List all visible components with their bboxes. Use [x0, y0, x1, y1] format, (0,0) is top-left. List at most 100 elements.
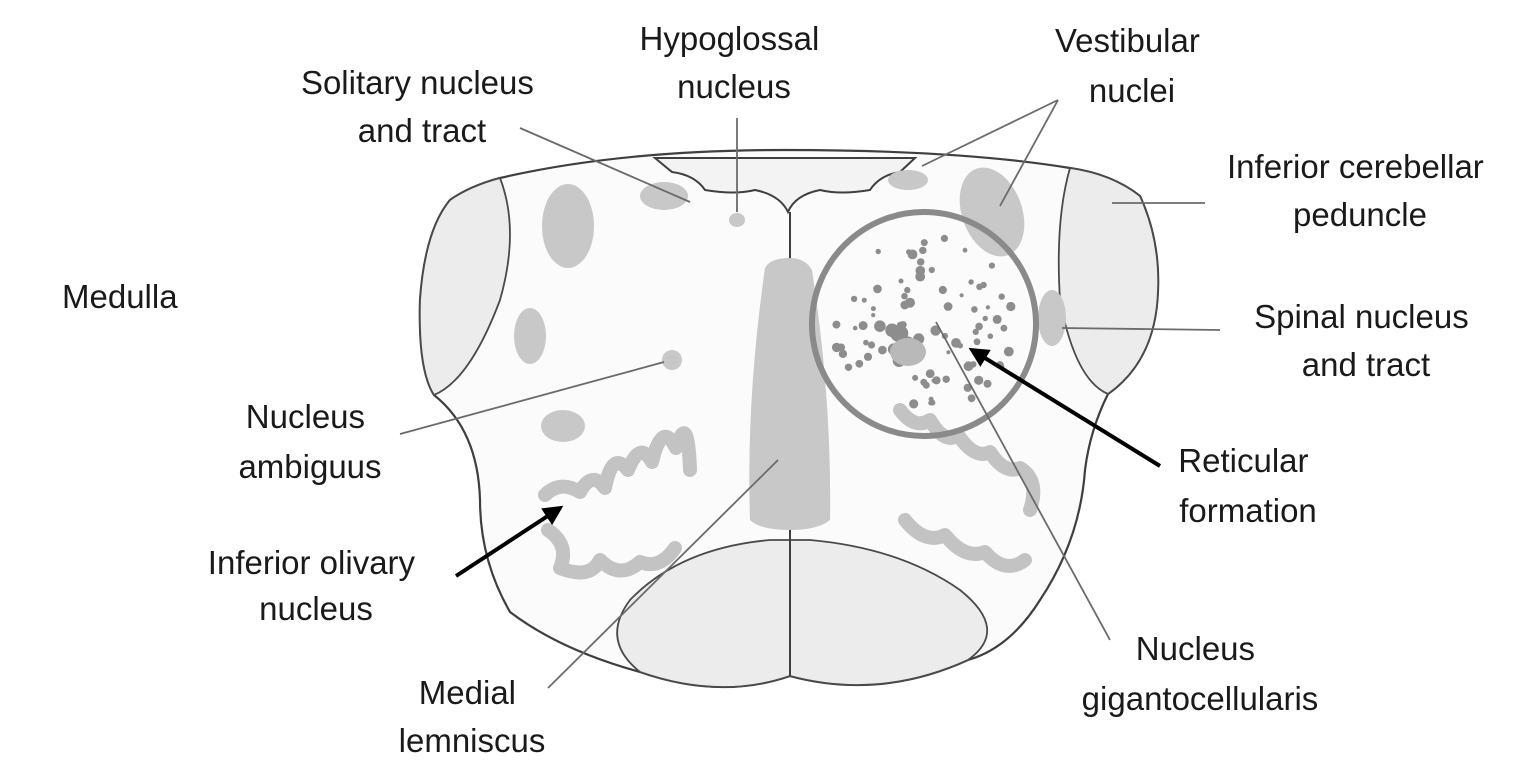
nucleus-gigantocellularis-label: Nucleus gigantocellularis: [1082, 630, 1319, 717]
hypoglossal-nucleus-marker: [729, 213, 745, 227]
reticular-dot: [875, 248, 881, 255]
spinal-nucleus-left: [514, 308, 546, 364]
reticular-dot: [832, 320, 841, 329]
solitary-nucleus-left: [640, 182, 688, 210]
reticular-dot: [982, 315, 988, 322]
reticular-dot: [938, 285, 947, 295]
reticular-dot: [850, 295, 858, 303]
inferior-cerebellar-peduncle-right: [1057, 166, 1160, 396]
reticular-dot: [920, 239, 928, 247]
small-nucleus-left: [541, 410, 585, 442]
reticular-dot: [917, 258, 925, 266]
nucleus-ambiguus-label: Nucleus ambiguus: [238, 398, 381, 485]
nucleus-ambiguus-shape: [662, 350, 682, 370]
reticular-formation-circle: [809, 209, 1039, 439]
reticular-dot: [912, 374, 919, 381]
medial-lemniscus-shape-right: [790, 258, 831, 530]
reticular-dot: [972, 328, 979, 335]
solitary-nucleus-leader: [519, 127, 691, 203]
reticular-dot: [915, 265, 926, 276]
reticular-dot: [858, 321, 868, 331]
reticular-dot: [919, 246, 927, 255]
reticular-dot: [904, 286, 911, 294]
reticular-dot: [1006, 301, 1016, 312]
reticular-dot: [900, 300, 910, 310]
reticular-dot: [928, 266, 935, 274]
reticular-dot: [907, 249, 918, 260]
inferior-cerebellar-peduncle-label: Inferior cerebellar peduncle: [1227, 148, 1493, 233]
reticular-dot: [983, 379, 992, 388]
reticular-dot: [987, 333, 994, 340]
reticular-dot: [959, 293, 964, 298]
reticular-dot: [980, 281, 987, 289]
pyramid-right: [789, 539, 989, 686]
spinal-nucleus-label: Spinal nucleus and tract: [1254, 298, 1478, 383]
fourth-ventricle: [652, 157, 918, 215]
reticular-dot: [998, 293, 1005, 300]
reticular-dot: [871, 313, 876, 318]
inferior-cerebellar-peduncle-left: [418, 176, 511, 397]
reticular-dot: [974, 375, 984, 385]
medial-lemniscus-label: Medial lemniscus: [399, 674, 546, 759]
reticular-dot: [863, 352, 873, 361]
reticular-dot: [838, 349, 848, 358]
reticular-dot: [1003, 346, 1014, 357]
reticular-dot: [898, 278, 904, 284]
reticular-dot: [844, 363, 853, 371]
nucleus-gigantocellularis-leader: [935, 321, 1111, 641]
reticular-dot: [975, 322, 983, 331]
inferior-olivary-nucleus-left-shape: [538, 426, 697, 580]
reticular-dot: [874, 320, 886, 333]
region-label: Medulla: [62, 278, 178, 315]
reticular-formation-arrow: [968, 347, 1162, 468]
inferior-olivary-nucleus-right-shape: [893, 403, 1041, 573]
reticular-dot: [925, 369, 935, 379]
reticular-dot: [931, 378, 936, 383]
reticular-dot: [901, 292, 908, 300]
hypoglossal-nucleus-label: Hypoglossal nucleus: [640, 20, 829, 105]
reticular-dot: [914, 334, 919, 340]
solitary-nucleus-right: [888, 170, 928, 190]
medial-lemniscus-shape: [749, 258, 790, 530]
nucleus-gigantocellularis-shape: [890, 338, 926, 366]
reticular-dot: [985, 305, 991, 310]
solitary-nucleus-label: Solitary nucleus and tract: [301, 64, 543, 149]
reticular-dot: [942, 375, 950, 383]
vestibular-nuclei-label: Vestibular nuclei: [1055, 22, 1209, 109]
reticular-dot: [1000, 324, 1008, 332]
reticular-dot: [867, 341, 876, 349]
reticular-dot: [929, 399, 936, 406]
reticular-dot: [962, 247, 968, 253]
reticular-dot: [946, 350, 951, 355]
reticular-dot: [861, 297, 867, 303]
reticular-dot: [963, 383, 972, 392]
reticular-dot: [943, 302, 953, 311]
reticular-dot: [873, 284, 882, 294]
vestibular-leader-left: [921, 99, 1059, 167]
reticular-dot: [967, 394, 976, 403]
vestibular-nucleus-left: [542, 184, 594, 268]
reticular-dot: [920, 378, 928, 386]
reticular-formation-label: Reticular formation: [1178, 442, 1317, 529]
reticular-dot: [863, 339, 869, 346]
medial-lemniscus-leader: [547, 459, 779, 689]
vestibular-leader-right: [999, 99, 1059, 207]
spinal-nucleus-leader: [1061, 327, 1221, 331]
reticular-dot: [973, 338, 981, 346]
reticular-dot: [870, 306, 876, 312]
reticular-dot: [971, 306, 978, 313]
reticular-dot: [970, 361, 977, 368]
nucleus-ambiguus-leader: [399, 361, 665, 435]
reticular-dot: [930, 325, 941, 336]
reticular-dot: [892, 325, 909, 342]
reticular-dot: [855, 359, 864, 368]
reticular-dot: [957, 342, 963, 349]
reticular-dot: [940, 234, 949, 242]
inferior-olivary-arrow: [454, 505, 564, 578]
reticular-dot: [831, 342, 842, 353]
spinal-nucleus-right: [1038, 290, 1066, 346]
inferior-olivary-nucleus-label: Inferior olivary nucleus: [208, 544, 424, 627]
reticular-dot: [909, 399, 919, 409]
reticular-dot: [878, 345, 887, 355]
